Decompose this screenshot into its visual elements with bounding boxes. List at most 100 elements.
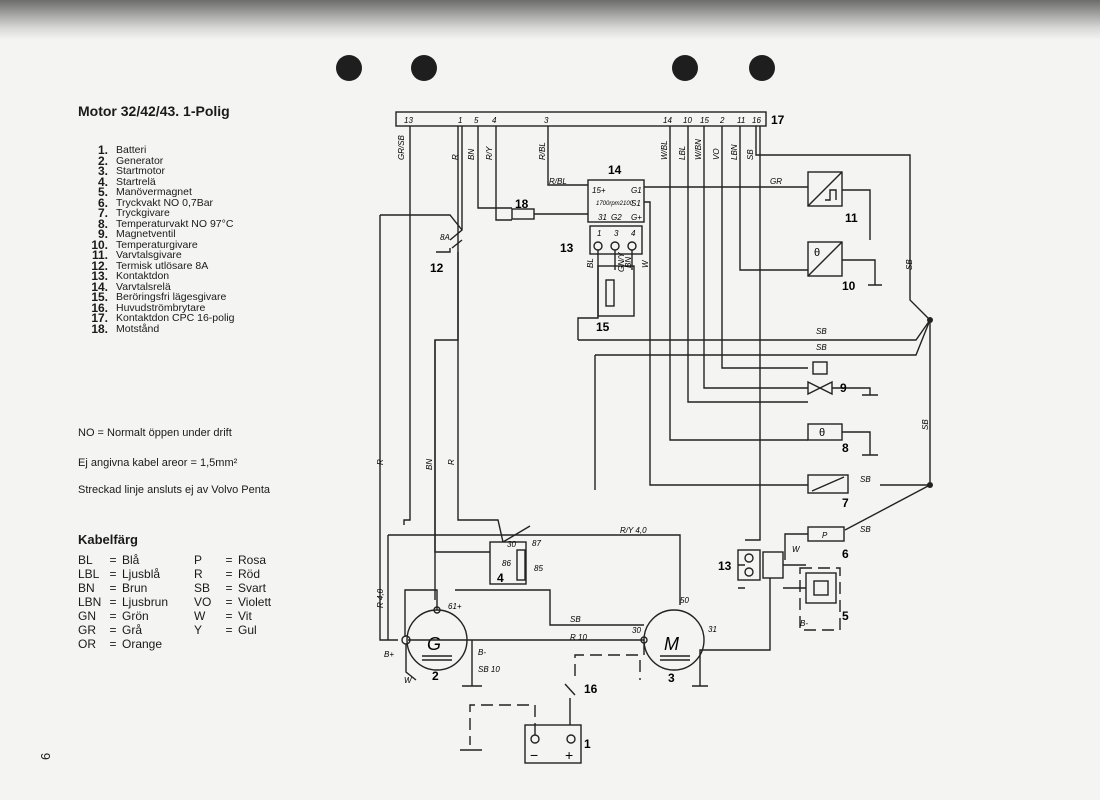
legend-item: 6.Tryckvakt NO 0,7Bar: [86, 196, 235, 209]
wire-label: BN: [467, 149, 476, 160]
ground-symbol: [660, 655, 690, 661]
start-relay-4: [489, 541, 527, 585]
legend-label: Startrelä: [116, 175, 156, 188]
wire: [405, 644, 417, 681]
legend-label: Magnetventil: [116, 228, 176, 240]
color-code: GR: [78, 623, 96, 637]
pin-label: 3: [614, 229, 619, 238]
legend-number: 16.: [91, 300, 108, 315]
legend-label: Tryckvakt NO 0,7Bar: [116, 196, 214, 209]
color-name: Ljusblå: [122, 567, 161, 581]
color-code: SB: [194, 581, 211, 595]
color-name: Ljusbrun: [122, 595, 169, 609]
component-number-18: 18: [515, 197, 529, 211]
battery-minus: −: [530, 747, 538, 763]
wire-label: BN: [624, 257, 633, 268]
color-code: BL: [78, 553, 93, 567]
pin: [593, 241, 603, 251]
equals-sign: =: [225, 609, 233, 623]
wire: [436, 248, 451, 253]
color-name: Gul: [238, 623, 257, 637]
pressure-p: P: [822, 531, 828, 540]
pin-label: 10: [683, 116, 692, 125]
wire-label: W/BN: [694, 139, 703, 160]
color-code: LBL: [78, 567, 100, 581]
pin-label: 2: [719, 116, 725, 125]
relay-terminal-g1: G1: [631, 186, 642, 195]
wire: [844, 484, 931, 531]
component-number-11: 11: [845, 211, 858, 225]
color-code: W: [194, 609, 206, 623]
equals-sign: =: [109, 581, 117, 595]
legend-label: Huvudströmbrytare: [116, 301, 206, 314]
legend-item: 4.Startrelä: [86, 175, 235, 188]
legend-number: 7.: [97, 206, 108, 220]
legend-number: 9.: [97, 227, 108, 241]
pin: [610, 241, 620, 251]
wire: [404, 589, 438, 636]
equals-sign: =: [109, 623, 117, 637]
legend-number: 13.: [91, 269, 108, 283]
legend-number: 12.: [91, 258, 108, 273]
relay-terminal-86: 86: [502, 559, 511, 568]
legend-label: Varvtalsrelä: [116, 280, 171, 293]
relay-coil: [516, 549, 526, 581]
equals-sign: =: [109, 637, 117, 651]
wire: [644, 201, 651, 220]
legend-label: Batteri: [116, 144, 147, 156]
legend-label: Beröringsfri lägesgivare: [116, 291, 227, 303]
battery-plus: +: [565, 747, 573, 763]
legend-label: Kontaktdon CPC 16-polig: [116, 312, 235, 324]
component-number-8: 8: [842, 441, 849, 455]
solenoid-coil: [813, 580, 829, 596]
legend-number: 2.: [97, 153, 108, 168]
legend-item: 13.Kontaktdon: [86, 269, 235, 283]
wire: [547, 126, 588, 186]
color-name: Grön: [122, 609, 149, 623]
equals-sign: =: [109, 553, 117, 567]
wire-label: SB: [746, 149, 755, 160]
legend-number: 5.: [97, 185, 108, 199]
wire: [842, 259, 882, 286]
pin-label: 14: [663, 116, 672, 125]
wire: [388, 534, 681, 605]
wire: [842, 431, 878, 456]
legend-number: 18.: [91, 321, 108, 336]
relay-terminal-s1: S1: [631, 199, 641, 208]
legend-label: Termisk utlösare 8A: [116, 259, 209, 272]
pin: [744, 567, 754, 577]
connector-13: [589, 225, 643, 255]
note-normally-open: NO = Normalt öppen under drift: [78, 427, 232, 439]
punch-hole: [749, 55, 775, 81]
component-number-3: 3: [668, 671, 675, 685]
wire: [739, 126, 808, 271]
punch-hole: [336, 55, 362, 81]
wire-label: B-: [478, 648, 486, 657]
pin-label: 4: [631, 229, 636, 238]
dashed-boundary: [799, 567, 841, 631]
ground-wire: [462, 640, 482, 687]
legend-label: Temperaturgivare: [116, 238, 198, 251]
equals-sign: =: [109, 595, 117, 609]
wire-label: SB 10: [478, 665, 500, 674]
equals-sign: =: [225, 581, 233, 595]
wire: [578, 319, 931, 341]
theta-symbol: θ: [814, 247, 820, 259]
battery-terminal: [530, 734, 540, 744]
color-name: Blå: [122, 553, 140, 567]
cable-color-title: Kabelfärg: [78, 532, 138, 547]
wire-label: R/Y: [485, 146, 494, 160]
junction-dot: [927, 482, 933, 488]
component-number-2: 2: [432, 669, 439, 683]
color-name: Vit: [238, 609, 252, 623]
equals-sign: =: [225, 595, 233, 609]
pin-label: 1: [458, 116, 462, 125]
wire: [649, 440, 808, 486]
pin-label: 4: [492, 116, 497, 125]
equals-sign: =: [225, 623, 233, 637]
legend-item: 9. Magnetventil: [86, 227, 235, 241]
component-number-13b: 13: [718, 559, 732, 573]
wire-label: R: [447, 459, 456, 465]
color-name: Orange: [122, 637, 163, 651]
